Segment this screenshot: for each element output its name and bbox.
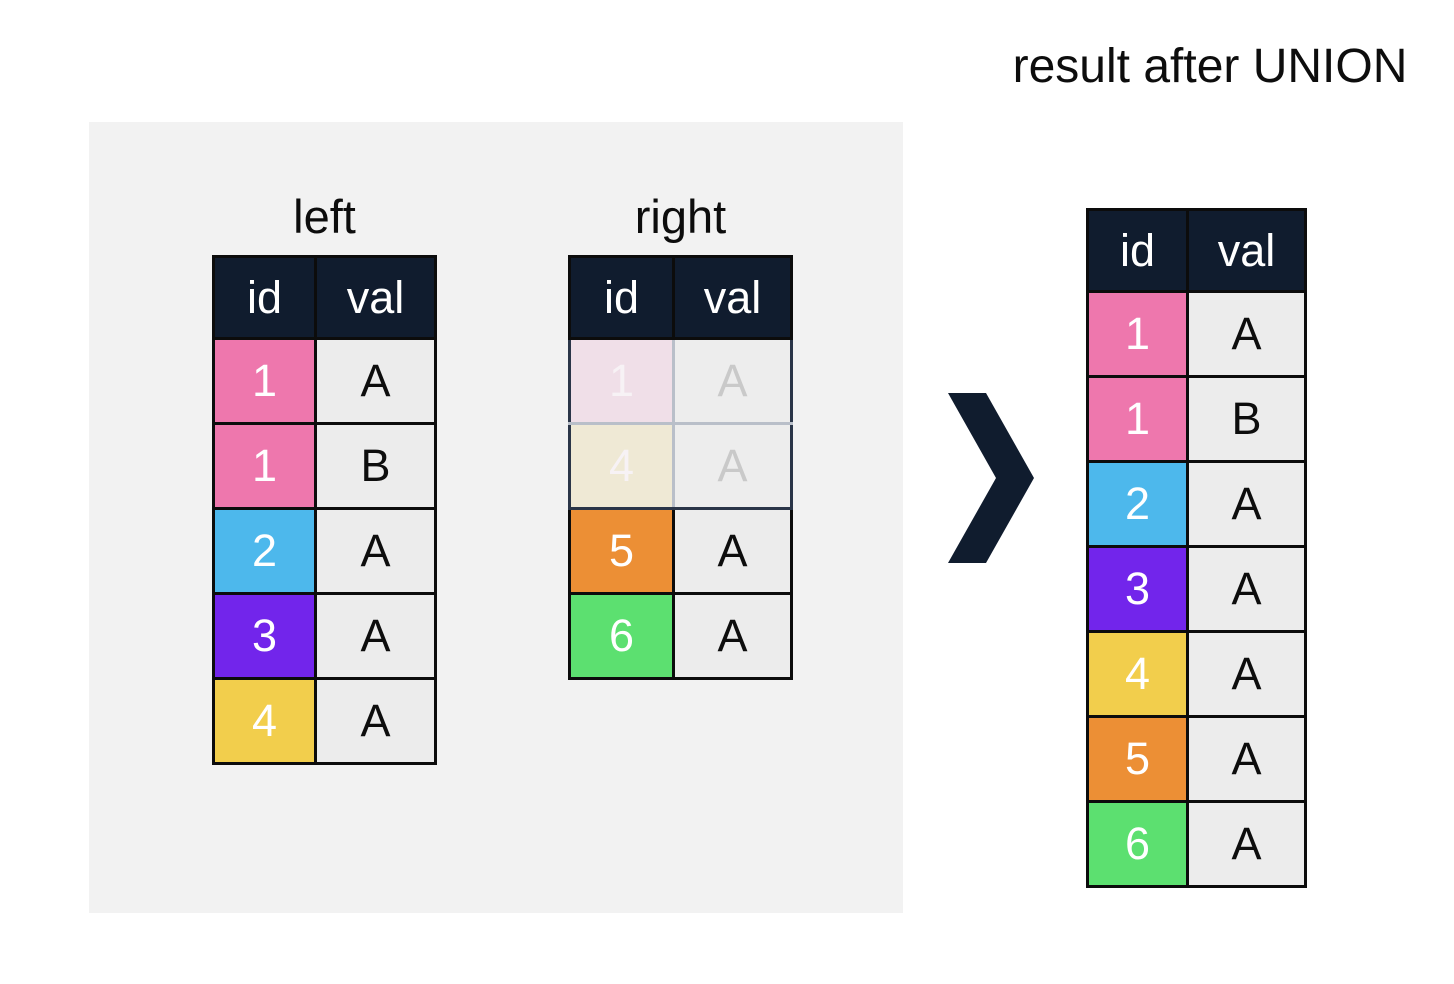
cell-id: 1: [568, 337, 675, 426]
result-title: result after UNION: [1012, 40, 1408, 93]
column-header-id: id: [1086, 208, 1189, 293]
cell-val: A: [1186, 800, 1307, 888]
cell-id: 4: [1086, 630, 1189, 718]
cell-val: A: [314, 337, 437, 426]
column-header-val: val: [1186, 208, 1307, 293]
chevron-right-icon: [948, 393, 1034, 563]
cell-id: 6: [1086, 800, 1189, 888]
cell-val: A: [672, 422, 793, 511]
cell-val: A: [672, 507, 793, 596]
cell-id: 5: [1086, 715, 1189, 803]
column-header-id: id: [212, 255, 317, 341]
cell-val: B: [1186, 375, 1307, 463]
cell-val: A: [314, 507, 437, 596]
cell-val: A: [314, 592, 437, 681]
cell-id: 4: [568, 422, 675, 511]
cell-id: 2: [1086, 460, 1189, 548]
column-header-id: id: [568, 255, 675, 341]
cell-val: A: [1186, 715, 1307, 803]
left-table-caption: left: [293, 190, 356, 243]
column-header-val: val: [314, 255, 437, 341]
cell-val: A: [1186, 290, 1307, 378]
cell-id: 3: [212, 592, 317, 681]
table-header-row: id val: [212, 255, 437, 341]
cell-val: A: [1186, 630, 1307, 718]
cell-val: A: [1186, 460, 1307, 548]
table-header-row: id val: [1086, 208, 1307, 293]
cell-val: A: [672, 337, 793, 426]
cell-id: 4: [212, 677, 317, 766]
cell-id: 1: [1086, 290, 1189, 378]
cell-id: 2: [212, 507, 317, 596]
table-header-row: id val: [568, 255, 793, 341]
cell-val: A: [672, 592, 793, 681]
cell-id: 5: [568, 507, 675, 596]
cell-val: A: [314, 677, 437, 766]
cell-id: 6: [568, 592, 675, 681]
column-header-val: val: [672, 255, 793, 341]
cell-id: 1: [1086, 375, 1189, 463]
cell-id: 3: [1086, 545, 1189, 633]
right-table-caption: right: [634, 190, 727, 243]
cell-id: 1: [212, 337, 317, 426]
cell-id: 1: [212, 422, 317, 511]
cell-val: A: [1186, 545, 1307, 633]
cell-val: B: [314, 422, 437, 511]
